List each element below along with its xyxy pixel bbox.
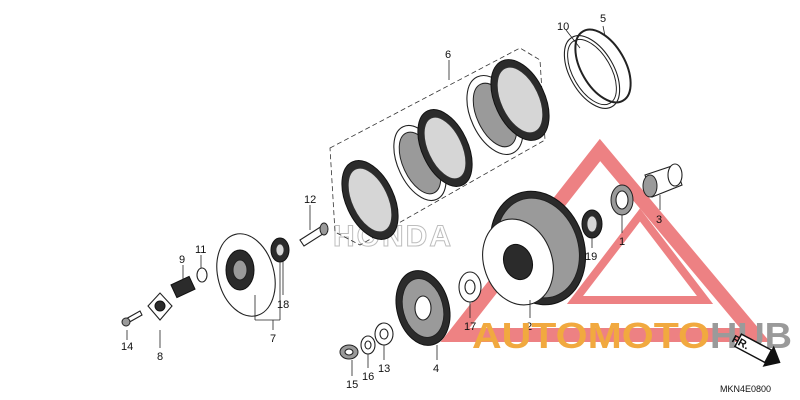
callout-13: 13 bbox=[378, 363, 390, 375]
part-5-ring bbox=[574, 28, 632, 104]
callout-12: 12 bbox=[304, 194, 316, 206]
part-9-spring bbox=[170, 275, 196, 299]
part-1-collar bbox=[610, 184, 634, 216]
automotohub-logo: AUTOMOTO HUB bbox=[472, 315, 792, 356]
callout-19: 19 bbox=[585, 251, 597, 263]
part-14-bolt bbox=[121, 310, 143, 327]
callout-8: 8 bbox=[157, 351, 163, 363]
callout-numbers: 10 5 6 12 11 9 8 14 7 18 3 1 19 2 17 4 1… bbox=[121, 13, 662, 391]
callout-3: 3 bbox=[656, 214, 662, 226]
diagram-code: MKN4E0800 bbox=[720, 384, 771, 394]
part-8-plate bbox=[147, 292, 173, 321]
part-19-bearing bbox=[581, 209, 603, 239]
part-7-pressure-plate bbox=[216, 233, 276, 317]
part-18-bearing bbox=[270, 237, 290, 263]
leader-lines bbox=[126, 25, 661, 376]
callout-7: 7 bbox=[270, 333, 276, 345]
brand-automoto: AUTOMOTO bbox=[472, 315, 710, 356]
part-3-sleeve bbox=[642, 163, 683, 198]
callout-1: 1 bbox=[619, 236, 625, 248]
part-11-ring bbox=[196, 267, 208, 283]
part-10-ring bbox=[563, 35, 621, 109]
callout-6: 6 bbox=[445, 49, 451, 61]
callout-2: 2 bbox=[526, 321, 532, 333]
front-direction-arrow: FR. bbox=[730, 333, 781, 367]
part-17-washer bbox=[458, 271, 482, 303]
part-4-clutch-center bbox=[395, 270, 451, 346]
part-6-plates bbox=[341, 59, 550, 240]
callout-4: 4 bbox=[433, 363, 439, 375]
callout-11: 11 bbox=[195, 244, 206, 256]
callout-10: 10 bbox=[557, 21, 569, 33]
callout-14: 14 bbox=[121, 341, 133, 353]
part-15-nut bbox=[339, 344, 359, 360]
callout-15: 15 bbox=[346, 379, 358, 391]
callout-9: 9 bbox=[179, 254, 185, 266]
callout-16: 16 bbox=[362, 371, 374, 383]
part-2-clutch-outer bbox=[482, 190, 587, 306]
part-13-washer bbox=[374, 322, 394, 346]
callout-5: 5 bbox=[600, 13, 606, 25]
callout-17: 17 bbox=[464, 321, 476, 333]
part-12-lifter-rod bbox=[299, 222, 329, 247]
part-16-washer bbox=[360, 335, 376, 355]
callout-18: 18 bbox=[277, 299, 289, 311]
